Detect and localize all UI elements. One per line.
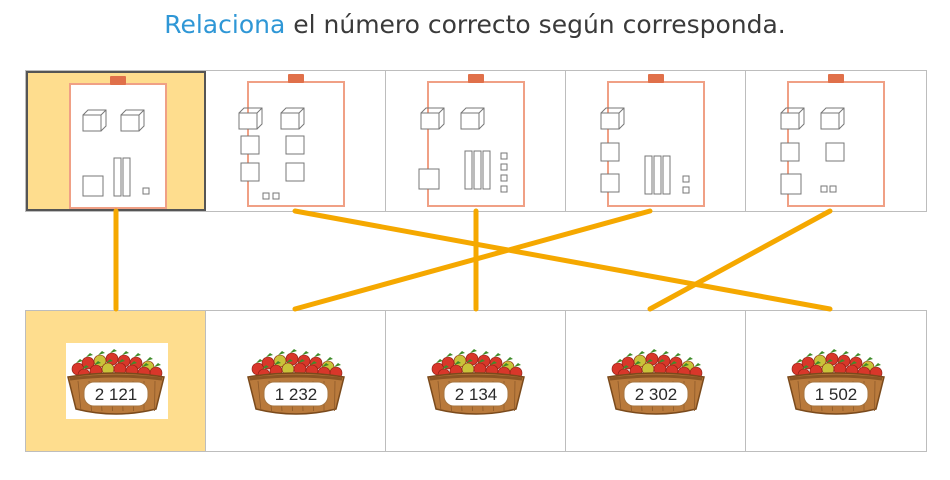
instruction-text: Relaciona el número correcto según corre… bbox=[0, 10, 950, 39]
basket-5[interactable]: 1 502 bbox=[746, 311, 926, 451]
basket-number-label: 2 302 bbox=[635, 385, 678, 404]
connection-line[interactable] bbox=[647, 208, 833, 312]
fruit-basket-icon: 2 134 bbox=[427, 349, 525, 415]
basket-2[interactable]: 1 232 bbox=[206, 311, 386, 451]
card-5[interactable] bbox=[746, 71, 926, 211]
instruction-keyword: Relaciona bbox=[164, 10, 286, 39]
fruit-basket-icon: 2 121 bbox=[66, 343, 168, 419]
basket-number-label: 1 502 bbox=[815, 385, 858, 404]
card-4[interactable] bbox=[566, 71, 746, 211]
fruit-basket-icon: 1 232 bbox=[247, 349, 345, 415]
card-1[interactable] bbox=[26, 71, 206, 211]
card-2[interactable] bbox=[206, 71, 386, 211]
cards-row bbox=[25, 70, 927, 212]
basket-4[interactable]: 2 302 bbox=[566, 311, 746, 451]
fruit-basket-icon: 2 302 bbox=[607, 349, 705, 415]
basket-3[interactable]: 2 134 bbox=[386, 311, 566, 451]
basket-number-label: 1 232 bbox=[275, 385, 318, 404]
connection-line[interactable] bbox=[292, 208, 833, 312]
basket-number-label: 2 134 bbox=[455, 385, 498, 404]
instruction-rest: el número correcto según corresponda. bbox=[285, 10, 786, 39]
fruit-basket-icon: 1 502 bbox=[787, 349, 885, 415]
connection-line[interactable] bbox=[292, 208, 653, 312]
basket-number-label: 2 121 bbox=[95, 385, 138, 404]
basket-1[interactable]: 2 121 bbox=[26, 311, 206, 451]
card-3[interactable] bbox=[386, 71, 566, 211]
baskets-row: 2 121 1 232 2 134 2 302 1 502 bbox=[25, 310, 927, 452]
